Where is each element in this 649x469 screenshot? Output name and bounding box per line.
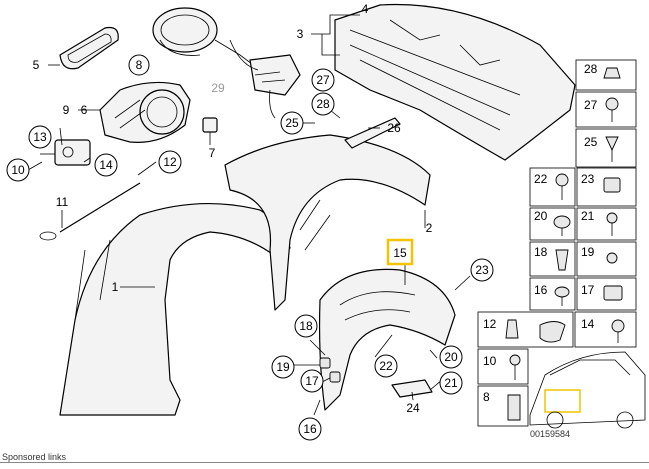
grid-label-22: 22 [534, 172, 548, 186]
grid-label-16: 16 [534, 283, 548, 297]
callout-9-label: 9 [63, 103, 70, 117]
callout-11[interactable]: 11 [56, 195, 69, 209]
callout-21[interactable]: 21 [439, 371, 463, 395]
part-14-actuator[interactable] [40, 139, 91, 166]
callout-25-label: 25 [285, 116, 299, 130]
callout-18-label: 18 [299, 319, 313, 333]
callout-11-label: 11 [56, 195, 69, 209]
part-26-brace[interactable] [344, 117, 401, 149]
callout-21-label: 21 [444, 376, 458, 390]
callout-5[interactable]: 5 [33, 58, 40, 72]
callout-17[interactable]: 17 [300, 369, 324, 393]
callout-12-label: 12 [163, 155, 177, 169]
callout-14[interactable]: 14 [94, 153, 118, 177]
callout-2-label: 2 [426, 221, 433, 235]
callout-10-label: 10 [11, 163, 25, 177]
callout-22-label: 22 [379, 359, 393, 373]
callout-29[interactable]: 29 [211, 81, 225, 95]
callout-20-label: 20 [444, 350, 458, 364]
callout-16-label: 16 [303, 422, 317, 436]
callout-9[interactable]: 9 [63, 103, 70, 117]
fastener-19[interactable] [319, 357, 331, 369]
callout-27[interactable]: 27 [311, 68, 335, 92]
callout-4-label: 4 [362, 2, 369, 16]
fastener-17[interactable] [329, 371, 341, 383]
grid-label-25: 25 [584, 135, 598, 149]
callout-2[interactable]: 2 [426, 221, 433, 235]
callout-26-label: 26 [387, 121, 401, 135]
part-7-clip[interactable] [202, 117, 218, 140]
part-6-fuel-housing[interactable] [99, 81, 191, 143]
callout-16[interactable]: 16 [298, 417, 322, 441]
callout-22[interactable]: 22 [374, 354, 398, 378]
grid-label-27: 27 [584, 98, 598, 112]
filler-cable-part[interactable] [229, 39, 301, 119]
car-silhouette [529, 351, 646, 429]
part-11-rod[interactable] [39, 182, 141, 241]
fuel-cap-part[interactable] [152, 7, 261, 71]
callout-19-label: 19 [276, 360, 290, 374]
callout-4[interactable]: 4 [362, 2, 369, 16]
part-24-bracket[interactable] [391, 379, 433, 398]
callout-23-label: 23 [475, 263, 489, 277]
callout-28[interactable]: 28 [311, 92, 335, 116]
part-1-side-panel[interactable] [59, 202, 291, 416]
callout-23[interactable]: 23 [470, 258, 494, 282]
grid-label-19: 19 [581, 245, 595, 259]
sponsored-links-label: Sponsored links [2, 452, 67, 462]
callout-15-label: 15 [393, 246, 407, 260]
callout-6-label: 6 [81, 103, 88, 117]
callout-26[interactable]: 26 [387, 121, 401, 135]
part-3-rear-panel[interactable] [334, 3, 576, 161]
grid-label-21: 21 [581, 209, 595, 223]
grid-label-10: 10 [483, 354, 497, 368]
part-2-quarter-panel[interactable] [224, 134, 431, 311]
part-5-seal[interactable] [59, 26, 119, 70]
grid-label-8: 8 [483, 390, 490, 404]
leader-lines [27, 14, 471, 416]
grid-label-17: 17 [581, 283, 595, 297]
callout-27-label: 27 [316, 73, 330, 87]
callout-13[interactable]: 13 [28, 125, 52, 149]
callout-3[interactable]: 3 [297, 27, 304, 41]
fastener-grid: 28 27 25 22 23 20 21 18 19 16 17 12 14 1… [477, 59, 637, 439]
callout-12[interactable]: 12 [158, 150, 182, 174]
callout-7-label: 7 [209, 146, 216, 160]
diagram-reference-number: 00159584 [530, 429, 570, 439]
callout-1-label: 1 [112, 280, 119, 294]
callout-10[interactable]: 10 [6, 158, 30, 182]
callout-24[interactable]: 24 [406, 401, 420, 415]
callout-1[interactable]: 1 [112, 280, 119, 294]
grid-label-28: 28 [584, 62, 598, 76]
callout-8-label: 8 [136, 58, 143, 72]
callout-24-label: 24 [406, 401, 420, 415]
callout-18[interactable]: 18 [294, 314, 318, 338]
callout-29-label: 29 [211, 81, 225, 95]
grid-label-18: 18 [534, 245, 548, 259]
grid-label-14: 14 [581, 317, 595, 331]
grid-label-23: 23 [581, 172, 595, 186]
callout-28-label: 28 [316, 97, 330, 111]
callout-3-label: 3 [297, 27, 304, 41]
callout-6[interactable]: 6 [81, 103, 88, 117]
grid-label-20: 20 [534, 209, 548, 223]
callout-5-label: 5 [33, 58, 40, 72]
part-15-arch-liner[interactable] [318, 268, 456, 411]
callout-8[interactable]: 8 [128, 54, 150, 76]
callout-14-label: 14 [99, 158, 113, 172]
callout-7[interactable]: 7 [209, 146, 216, 160]
callout-25[interactable]: 25 [280, 111, 304, 135]
callout-17-label: 17 [305, 374, 319, 388]
grid-label-12: 12 [483, 317, 497, 331]
callout-13-label: 13 [33, 130, 47, 144]
callout-19[interactable]: 19 [271, 355, 295, 379]
callout-15-highlighted[interactable]: 15 [386, 238, 414, 266]
callout-20[interactable]: 20 [439, 345, 463, 369]
footer-divider [0, 462, 649, 463]
